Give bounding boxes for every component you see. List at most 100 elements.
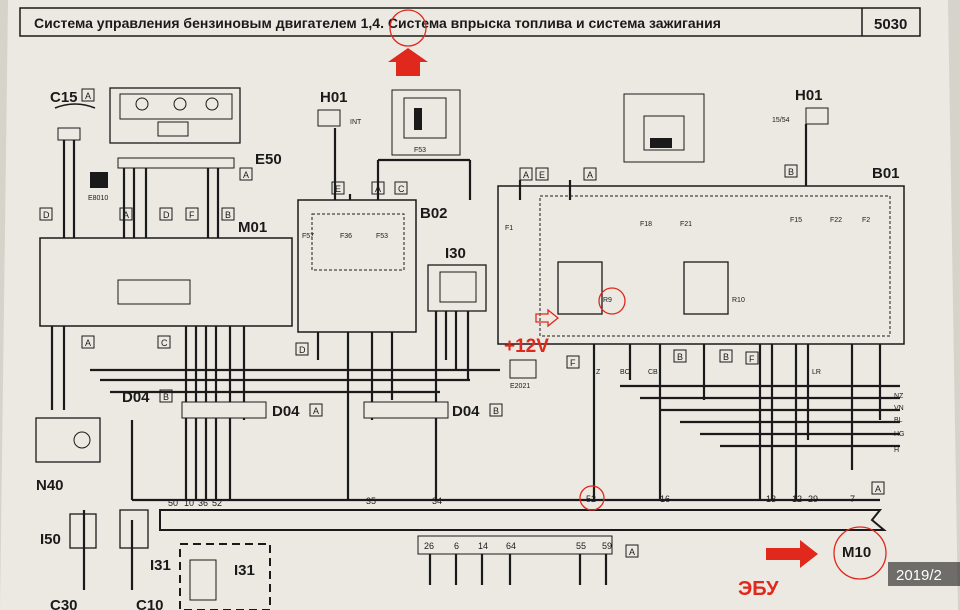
block-h01-left: H01 INT E [317, 89, 362, 195]
label-h01-right: H01 [795, 87, 823, 104]
tag-int: INT [350, 119, 362, 126]
tag-a-b01: A [523, 170, 529, 180]
tag-f-b01: F [570, 358, 576, 368]
timestamp-text: 2019/2 [896, 567, 942, 584]
tags-left: D A D F B A D [39, 207, 309, 356]
pin-10: 10 [184, 498, 194, 508]
block-c15: C15 A [50, 88, 96, 141]
wire-nz: NZ [894, 393, 904, 400]
label-b02: B02 [420, 205, 448, 222]
timestamp: 2019/2 [888, 562, 960, 586]
ground-lines [428, 554, 608, 585]
block-i50: I50 [40, 513, 97, 549]
wire-bc: BC [620, 369, 630, 376]
tag-a-6: A [85, 338, 91, 348]
tag-f-b01-2: F [749, 354, 755, 364]
annotation-12v-text: +12V [504, 336, 549, 357]
tag-a-c15: A [85, 91, 91, 101]
label-d04-mid: D04 [272, 403, 300, 420]
wire-color-labels: NZ VN BL HG H Z BC CB LR [596, 369, 905, 454]
label-m10: M10 [842, 544, 871, 561]
block-i31: I31 I31 C30 C10 [50, 509, 271, 610]
tag-c-m01: C [161, 338, 168, 348]
label-i31: I31 [150, 557, 171, 574]
pin-29: 29 [808, 494, 818, 504]
label-d04-left: D04 [122, 389, 150, 406]
tag-a-2: A [123, 210, 129, 220]
fuse-f1: F1 [505, 225, 513, 232]
label-b01: B01 [872, 165, 900, 182]
tag-a-e50: A [243, 170, 249, 180]
pin-64: 64 [506, 541, 516, 551]
wire-vn: VN [894, 405, 904, 412]
tag-b-b01: B [677, 352, 683, 362]
fuse-f53: F53 [376, 233, 388, 240]
block-e2021: E2021 [509, 359, 537, 390]
tag-d-3: D [163, 210, 170, 220]
label-h01-left: H01 [320, 89, 348, 106]
tag-e-b01: E [539, 170, 545, 180]
page-title: Система управления бензиновым двигателем… [34, 15, 721, 31]
tag-a-m10: A [629, 547, 635, 557]
label-c10: C10 [136, 597, 164, 610]
label-i31-box: I31 [234, 562, 255, 579]
annotation-ecu-text: ЭБУ [738, 578, 779, 600]
label-i50: I50 [40, 531, 61, 548]
pin-50: 50 [168, 498, 178, 508]
annotation-ecu: ЭБУ [738, 540, 818, 600]
pin-59: 59 [602, 541, 612, 551]
bus-pins: 50 10 36 52 35 34 52 16 13 12 29 7 26 6 … [168, 494, 855, 551]
label-m01: M01 [238, 219, 267, 236]
tag-a-b01-2: A [587, 170, 593, 180]
fuse-f2: F2 [862, 217, 870, 224]
tag-e-h01: E [335, 184, 341, 194]
tag-b-d04: B [163, 392, 169, 402]
fuse-f21: F21 [680, 221, 692, 228]
block-m10-bus: A M10 [159, 485, 887, 580]
fuse-f22: F22 [830, 217, 842, 224]
pin-13: 13 [766, 494, 776, 504]
label-e8010: E8010 [88, 195, 108, 202]
tags-b01-bottom: F B B F A [566, 349, 885, 495]
fuse-f36: F36 [340, 233, 352, 240]
header-bar: Система управления бензиновым двигателем… [19, 7, 921, 37]
block-h01-right: H01 15/54 B [772, 87, 829, 178]
pin-12: 12 [792, 494, 802, 504]
page-number: 5030 [874, 16, 907, 33]
block-f53: F53 [391, 89, 461, 156]
label-i30: I30 [445, 245, 466, 262]
tag-b-d04-2: B [493, 406, 499, 416]
label-f53: F53 [414, 147, 426, 154]
pin-52b: 52 [586, 494, 596, 504]
pin-6: 6 [454, 541, 459, 551]
wire-h: H [894, 447, 899, 454]
block-e50: E50 A [109, 87, 282, 181]
wire-lr: LR [812, 369, 821, 376]
label-d04-right: D04 [452, 403, 480, 420]
annotation-12v: +12V [504, 308, 560, 357]
fuse-f18: F18 [640, 221, 652, 228]
wire-cb: CB [648, 369, 658, 376]
label-e50: E50 [255, 151, 282, 168]
tag-b-5: B [225, 210, 231, 220]
block-n40: N40 [35, 417, 101, 494]
pin-7: 7 [850, 494, 855, 504]
tag-a-d04: A [313, 406, 319, 416]
wire-hg: HG [894, 431, 905, 438]
pin-34: 34 [432, 496, 442, 506]
label-c30: C30 [50, 597, 78, 610]
tag-d-1: D [43, 210, 50, 220]
fuse-f57: F57 [302, 233, 314, 240]
relay-r10: R10 [732, 297, 745, 304]
block-e8010: E8010 [88, 172, 108, 202]
block-i30: I30 [427, 245, 487, 312]
relay-r9: R9 [603, 297, 612, 304]
tag-f-4: F [189, 210, 195, 220]
fuse-relay-icon [623, 93, 705, 163]
pin-55: 55 [576, 541, 586, 551]
tag-15-54: 15/54 [772, 117, 790, 124]
wire-bl: BL [894, 417, 903, 424]
label-n40: N40 [36, 477, 64, 494]
wire-z: Z [596, 369, 601, 376]
block-d04: D04 B D04 A D04 B [122, 389, 503, 420]
